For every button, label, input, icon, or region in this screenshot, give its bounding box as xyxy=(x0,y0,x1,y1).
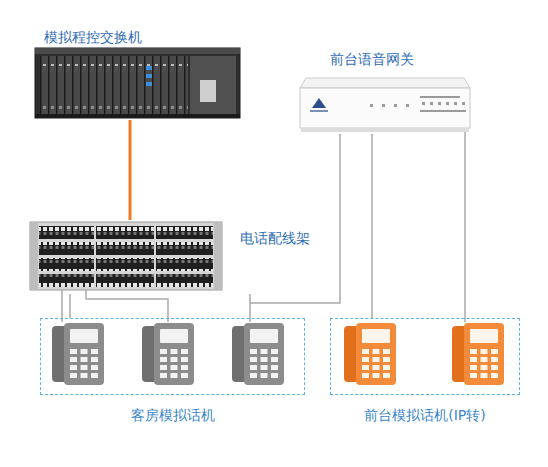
front-desk-phone xyxy=(452,323,504,385)
rack-cards xyxy=(40,56,188,114)
phone-wires xyxy=(62,132,465,322)
dashed-frame xyxy=(40,318,305,395)
voice-gateway xyxy=(300,78,470,132)
patch-panel-node: 电话配线架 xyxy=(28,220,313,294)
gateway-top xyxy=(300,78,470,88)
rack-plate xyxy=(200,80,216,102)
panel-frame xyxy=(30,222,222,290)
analog-phone xyxy=(142,323,194,385)
connector-line xyxy=(69,294,71,318)
connector-line xyxy=(250,134,340,303)
rack-panel xyxy=(190,56,236,114)
phone-group: 前台模拟话机(IP转) xyxy=(330,318,520,428)
panel-row xyxy=(39,258,213,271)
analog-phone xyxy=(232,323,284,385)
node-label: 电话配线架 xyxy=(240,229,313,247)
panel-ear xyxy=(214,222,222,290)
rack-top xyxy=(35,48,240,54)
pbx-rack xyxy=(35,48,240,118)
rack-base xyxy=(35,114,240,118)
analog-phone xyxy=(52,323,104,385)
wire xyxy=(249,303,251,322)
gateway-front xyxy=(300,88,470,128)
node-label: 模拟程控交换机 xyxy=(44,28,244,46)
node-label: 前台语音网关 xyxy=(330,50,475,68)
gateway-logo xyxy=(310,110,328,112)
panel-divider xyxy=(154,226,156,287)
dashed-frame xyxy=(330,318,520,395)
pbx-node: 模拟程控交换机 xyxy=(30,28,245,120)
connector-line xyxy=(129,120,132,220)
panel-ear xyxy=(30,222,38,290)
panel-row xyxy=(39,226,213,239)
gateway-leds xyxy=(370,96,466,112)
phone-group: 客房模拟话机 xyxy=(40,318,305,428)
rack-led xyxy=(146,74,152,78)
panel-row xyxy=(39,242,213,255)
rack-led xyxy=(146,82,152,86)
node-label: 客房模拟话机 xyxy=(40,406,305,424)
wire xyxy=(464,132,466,322)
rack-led xyxy=(146,66,152,70)
panel-row xyxy=(39,274,213,287)
panel-divider xyxy=(94,226,96,287)
gateway-node: 前台语音网关 xyxy=(300,48,475,134)
rack-chassis xyxy=(35,48,240,118)
gateway-shadow xyxy=(301,128,469,132)
patch-panel xyxy=(30,222,222,290)
node-label: 前台模拟话机(IP转) xyxy=(330,406,520,424)
front-desk-phone xyxy=(344,323,396,385)
connector-line xyxy=(371,134,373,318)
gateway-logo xyxy=(312,98,326,108)
